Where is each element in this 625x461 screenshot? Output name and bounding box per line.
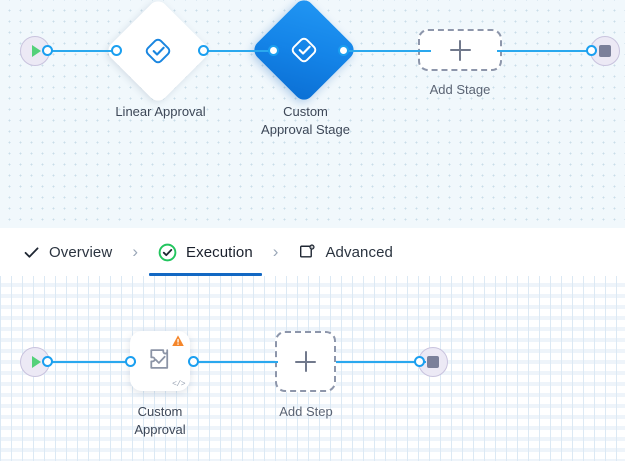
stage-label-linear-approval: Linear Approval [115,104,206,119]
card-gear-icon [298,243,316,261]
stage-diamond-shape-selected [250,0,358,104]
stage-node-custom-approval[interactable] [250,0,358,104]
tab-execution[interactable]: Execution [148,228,262,276]
stage-detail-tab-bar: Overview › Execution › Advanced [0,228,625,276]
edge-start-to-linear-approval [46,49,114,53]
start-node-output-port[interactable] [42,44,53,56]
stop-icon [427,356,439,368]
edge-linear-approval-to-custom-approval [203,49,273,53]
tab-separator-2: › [272,242,279,261]
custom-approval-output-port[interactable] [338,44,349,56]
custom-approval-step-input-port[interactable] [125,355,136,367]
step-node-custom-approval[interactable]: </> [130,331,190,391]
stage-diamond-shape [104,0,212,105]
add-stage-label: Add Stage [429,82,491,97]
custom-approval-step-output-port[interactable] [188,355,199,367]
warning-triangle-icon[interactable] [171,334,185,348]
stage-node-linear-approval[interactable] [104,0,212,105]
add-step-button[interactable] [275,331,336,392]
play-icon [32,356,41,368]
play-icon [32,45,41,57]
stage-flow-canvas[interactable]: Linear Approval Custom Approval Stage Ad… [0,0,625,228]
tab-execution-label: Execution [185,243,253,261]
add-step-dashed-box [275,331,336,392]
stage-label-custom-approval: Custom Approval Stage [261,104,350,137]
tab-overview-label: Overview [49,243,113,261]
add-step-label: Add Step [279,404,333,419]
tab-advanced[interactable]: Advanced [289,228,402,276]
code-marker: </> [172,380,185,389]
check-circle-icon [158,243,177,262]
step-flow-canvas[interactable]: </> Custom Approval Add Step [0,276,625,461]
linear-approval-input-port[interactable] [111,44,122,56]
edge-custom-approval-step-to-add-step [193,360,278,364]
step-label-custom-approval: Custom Approval [134,404,186,437]
edge-add-step-to-end [336,360,426,364]
puzzle-check-icon [145,344,175,379]
approval-diamond-icon [143,36,173,66]
plus-icon [449,39,471,61]
plus-icon [295,351,316,372]
approval-diamond-icon [289,35,319,65]
end-node-input-port[interactable] [586,44,597,56]
tab-advanced-label: Advanced [325,243,393,261]
start-node-output-port[interactable] [42,355,53,367]
edge-custom-approval-to-add-stage [343,49,431,53]
custom-approval-input-port[interactable] [268,44,279,56]
edge-start-to-custom-approval-step [46,360,136,364]
tab-separator-1: › [132,242,138,261]
tab-overview[interactable]: Overview [14,228,121,276]
stop-icon [599,45,611,57]
check-icon [23,244,40,261]
linear-approval-output-port[interactable] [198,44,209,56]
step-card: </> [130,331,190,391]
end-node-input-port[interactable] [414,355,425,367]
edge-add-stage-to-end [497,49,589,53]
